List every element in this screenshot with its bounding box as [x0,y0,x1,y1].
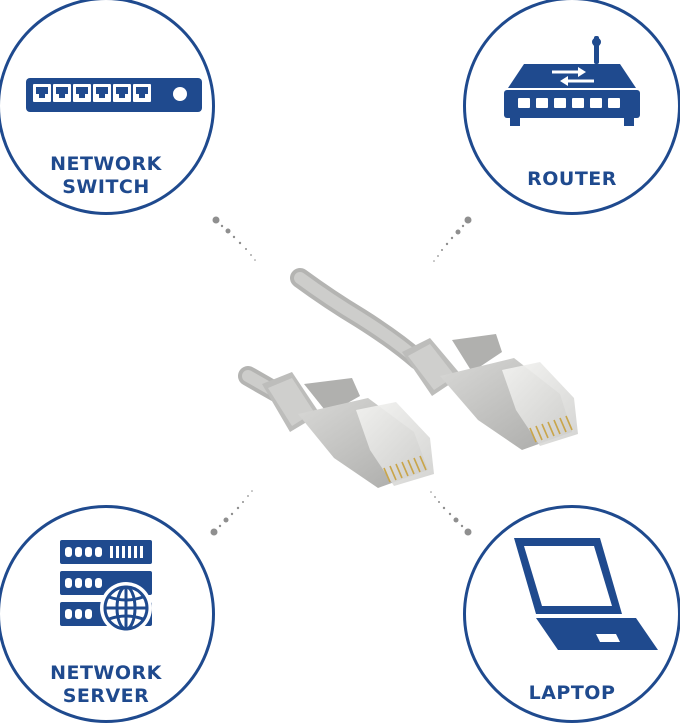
network-switch-label: NETWORK SWITCH [50,153,162,198]
laptop-node: LAPTOP [463,505,680,723]
network-server-icon [60,540,152,634]
router-icon [504,36,640,126]
network-switch-node: NETWORK SWITCH [0,0,215,215]
connector-laptop [430,491,472,536]
router-label: ROUTER [527,168,617,190]
laptop-icon [514,538,658,650]
connector-server [210,490,253,536]
router-node: ROUTER [463,0,680,215]
network-switch-icon [26,78,202,112]
cable-lower [238,366,434,488]
connector-router [433,216,472,262]
cable-upper [290,268,578,450]
laptop-label: LAPTOP [528,682,616,704]
network-server-label: NETWORK SERVER [50,662,162,707]
network-server-node: NETWORK SERVER [0,505,215,723]
connector-switch [212,216,256,261]
